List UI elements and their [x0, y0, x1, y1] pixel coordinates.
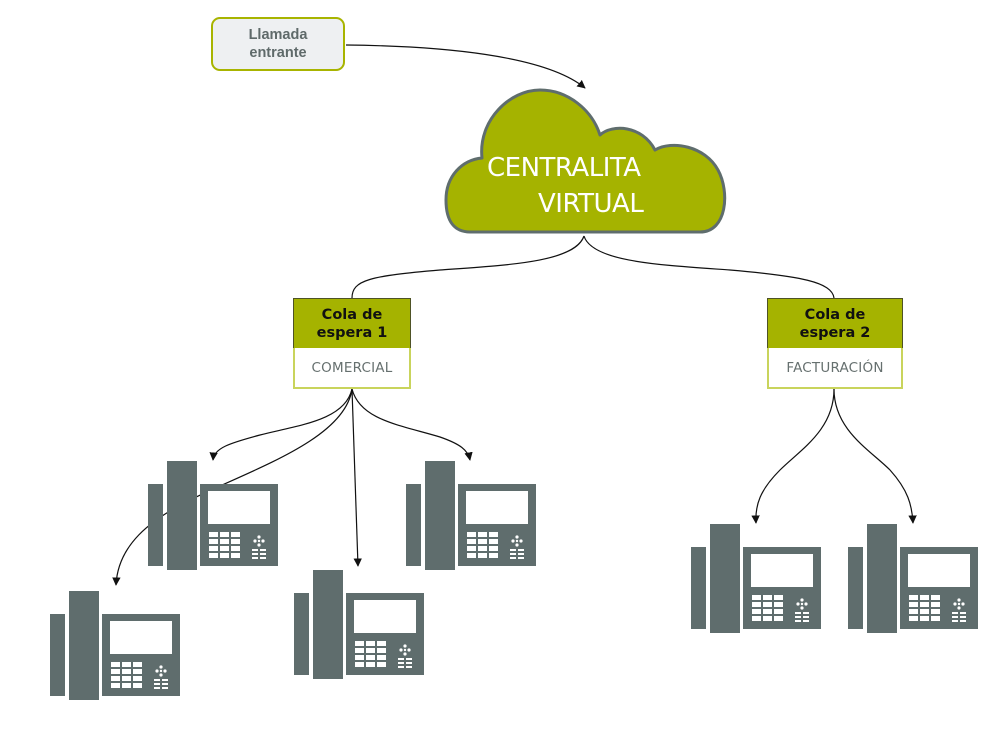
desk-phone-icon — [148, 461, 278, 570]
queue-node-1: Cola de espera 1 COMERCIAL — [293, 298, 411, 389]
connector-pbx-to-queue-1 — [351, 235, 585, 299]
pbx-label: CENTRALITA VIRTUAL — [470, 150, 700, 222]
queue-node-2: Cola de espera 2 FACTURACIÓN — [767, 298, 903, 389]
connector-queue-1-to-phone-2 — [351, 388, 473, 461]
connector-pbx-to-queue-2 — [583, 235, 835, 299]
queue-2-title: Cola de espera 2 — [767, 298, 903, 348]
incoming-call-line1: Llamada — [248, 27, 308, 43]
connector-queue-1-to-phone-1 — [209, 388, 353, 461]
connector-incoming-to-pbx — [345, 44, 586, 89]
cloud-icon — [444, 88, 727, 234]
connector-queue-1-to-phone-3 — [351, 388, 362, 567]
pbx-label-line1: CENTRALITA — [487, 153, 641, 183]
desk-phone-icon — [691, 524, 821, 633]
incoming-call-node: Llamada entrante — [211, 17, 345, 71]
queue-2-department: FACTURACIÓN — [767, 348, 903, 389]
connector-queue-2-to-phone-6 — [833, 388, 917, 524]
queue-1-title: Cola de espera 1 — [293, 298, 411, 348]
pbx-label-line2: VIRTUAL — [538, 189, 644, 219]
desk-phone-icon — [848, 524, 978, 633]
queue-2-title-line1: Cola de — [804, 306, 866, 323]
queue-2-title-line2: espera 2 — [799, 324, 871, 341]
incoming-call-line2: entrante — [249, 45, 307, 61]
queue-1-title-line2: espera 1 — [316, 324, 388, 341]
queue-1-department: COMERCIAL — [293, 348, 411, 389]
desk-phone-icon — [406, 461, 536, 570]
connector-queue-2-to-phone-5 — [751, 388, 835, 524]
desk-phone-icon — [50, 591, 180, 700]
desk-phone-icon — [294, 570, 424, 679]
queue-1-title-line1: Cola de — [321, 306, 383, 323]
